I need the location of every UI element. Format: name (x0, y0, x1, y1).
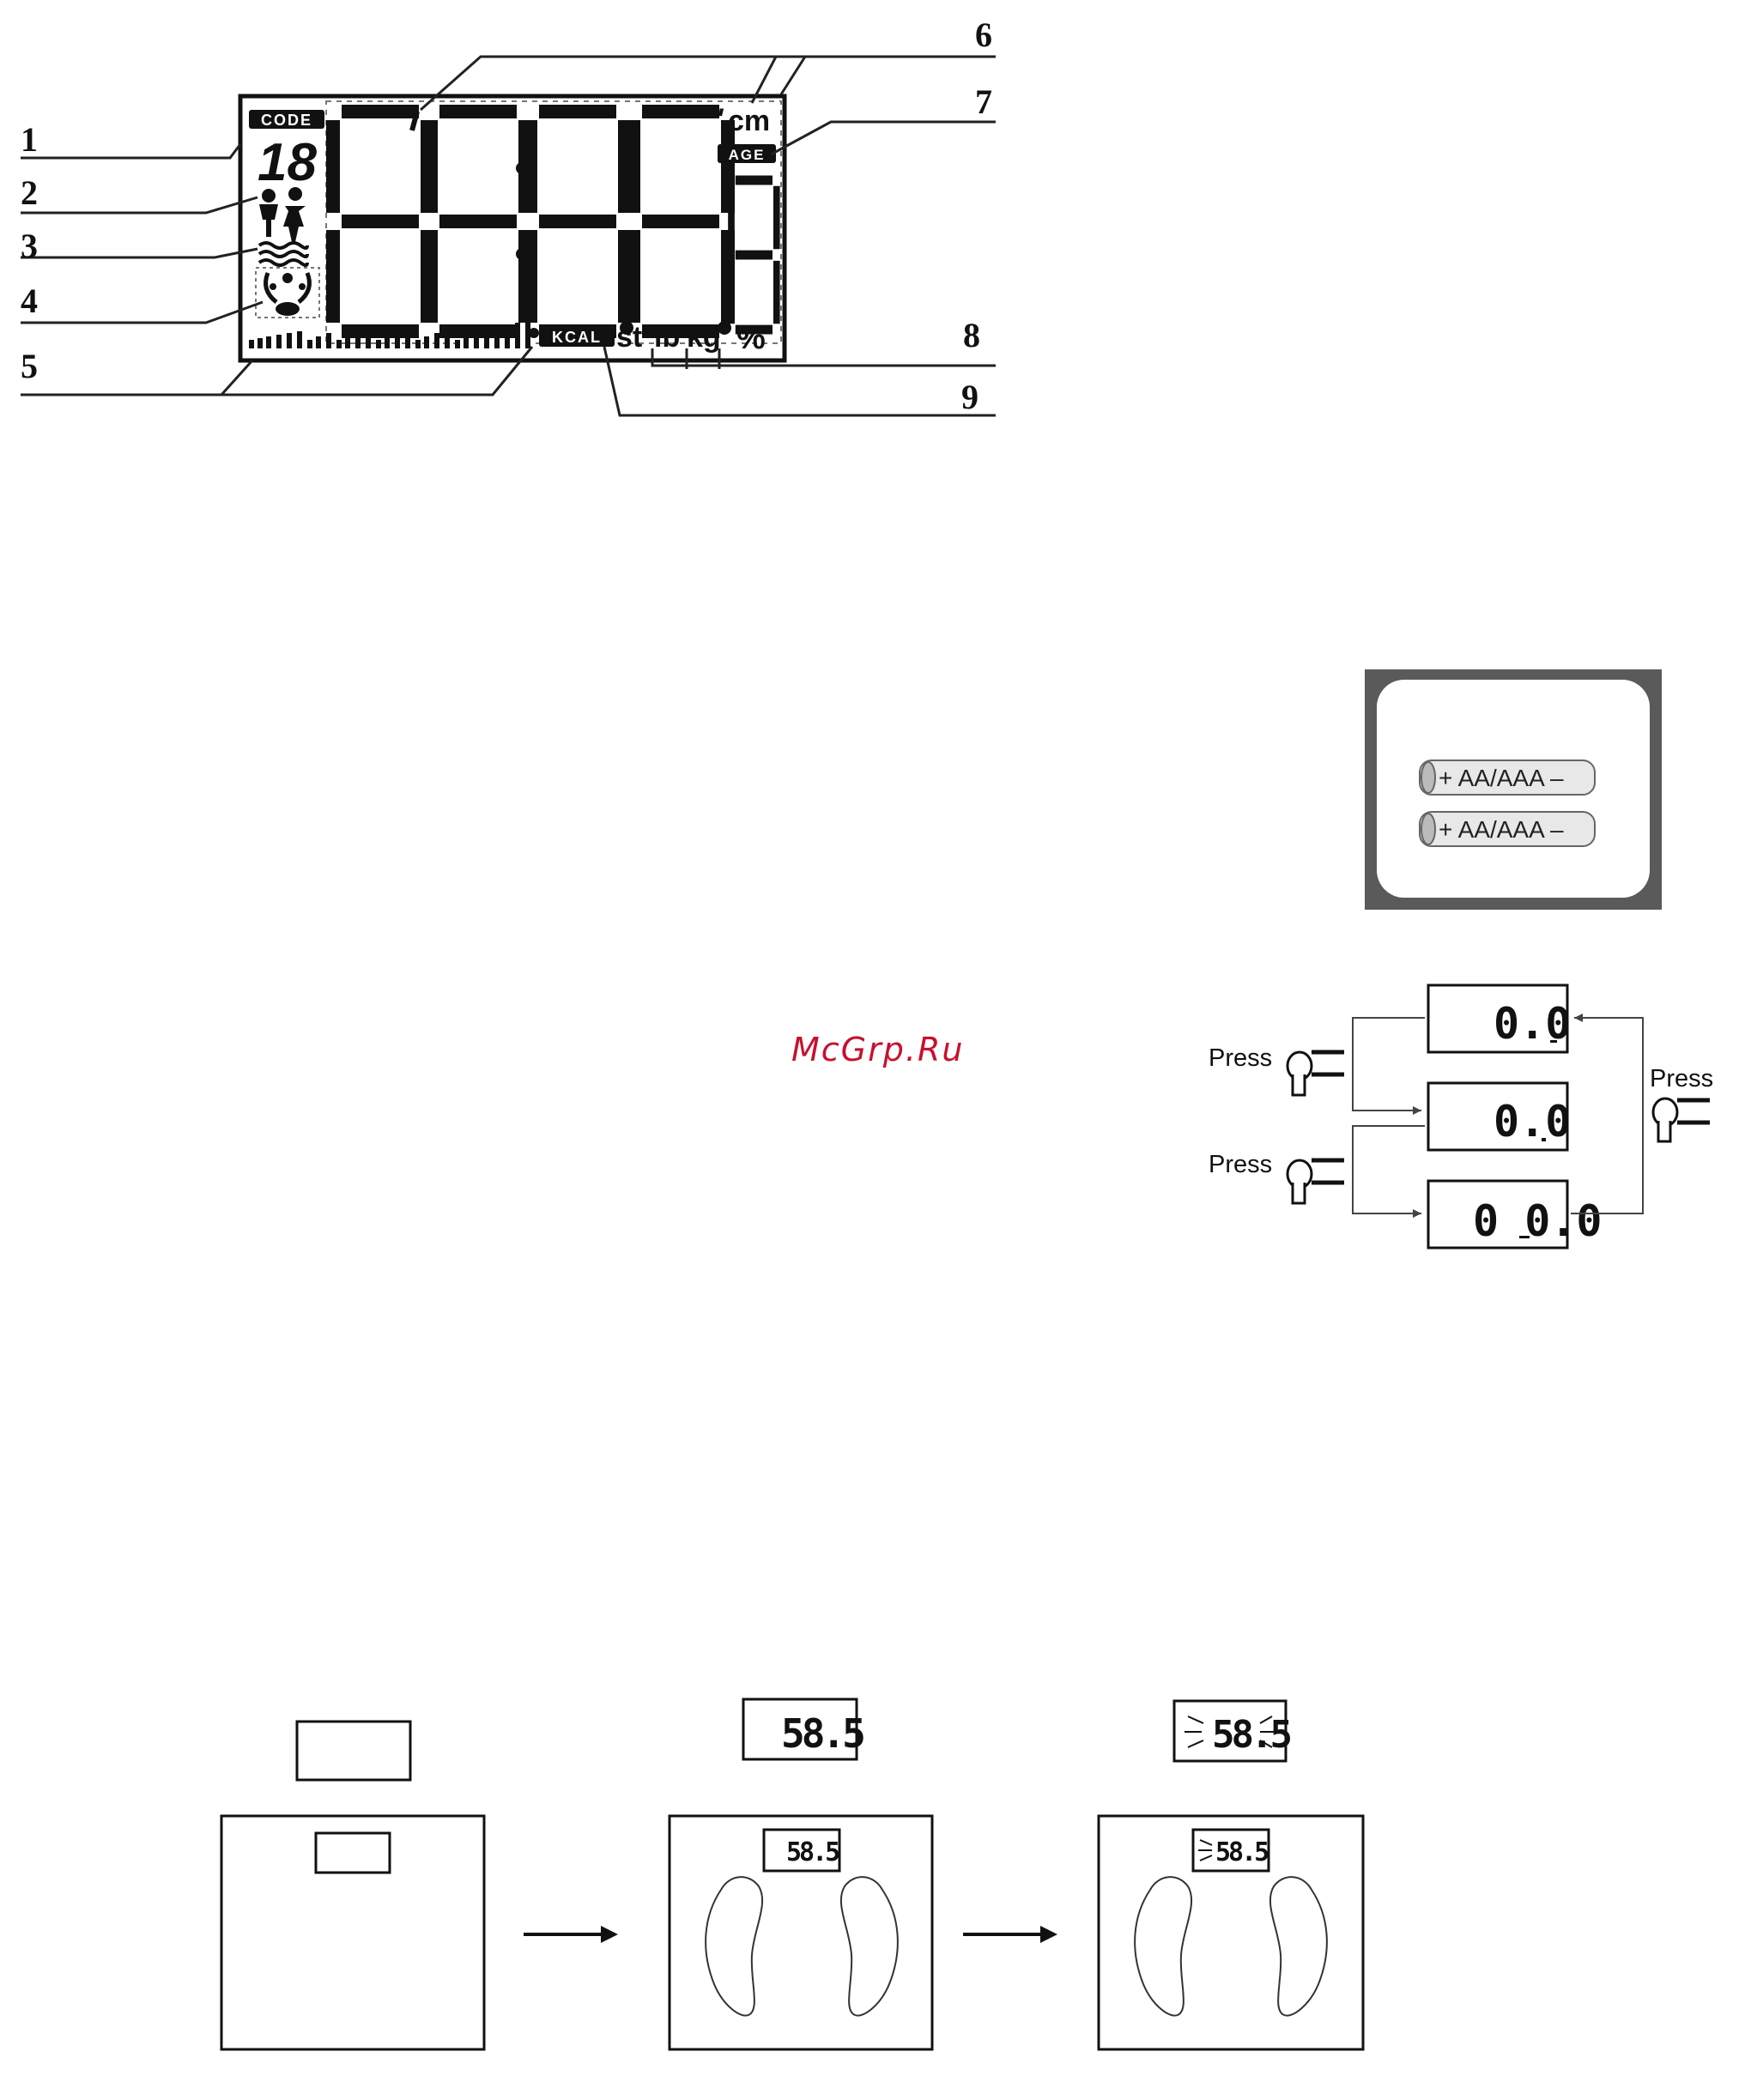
press-label-3: Press (1650, 1065, 1713, 1092)
cm-label: cm (728, 105, 770, 137)
finger-press-icon-1 (1288, 1052, 1344, 1095)
kcal-label: KCAL (552, 329, 602, 346)
callout-2: 2 (21, 173, 38, 212)
unit-switch-flow: 0.0 0.0 0 0.0 Press Press Press (1209, 985, 1713, 1248)
unit-display-2-value: 0.0 (1494, 1097, 1571, 1147)
step2-display-value: 58.5 (781, 1710, 863, 1757)
press-label-1: Press (1209, 1044, 1272, 1072)
unit-lb: lb (654, 321, 680, 354)
user-icon (256, 268, 319, 318)
step3-scale-value: 58.5 (1215, 1837, 1269, 1867)
wave-icon (259, 243, 307, 265)
callout-6: 6 (975, 15, 992, 54)
step1-scale-window (316, 1833, 390, 1873)
weighing-sequence: 58.5 58.5 58.5 58.5 (221, 1699, 1363, 2049)
battery-label-2: + AA/AAA – (1439, 816, 1564, 843)
unit-display-1-value: 0.0 (1494, 999, 1571, 1049)
step3-display-value: 58.5 (1212, 1713, 1290, 1757)
gender-icons (259, 187, 306, 242)
unit-percent: % (736, 320, 766, 356)
finger-press-icon-3 (1653, 1098, 1710, 1141)
code-label: CODE (261, 112, 312, 129)
callout-1: 1 (21, 120, 38, 159)
age-label: AGE (729, 147, 766, 163)
callout-8: 8 (963, 316, 980, 354)
feet-inch-mark: '' (709, 103, 724, 136)
callout-5: 5 (21, 347, 38, 385)
watermark: McGrp.Ru (791, 1031, 964, 1068)
big-digits (333, 112, 777, 335)
finger-press-icon-2 (1288, 1160, 1344, 1203)
battery-compartment: + AA/AAA – + AA/AAA – (1365, 669, 1662, 910)
step2-scale-value: 58.5 (786, 1837, 839, 1867)
unit-st: st (616, 321, 642, 354)
battery-cell-1: + AA/AAA – (1420, 760, 1595, 795)
callout-3: 3 (21, 227, 38, 265)
callout-4: 4 (21, 281, 38, 320)
press-label-2: Press (1209, 1151, 1272, 1178)
step1-display (297, 1722, 410, 1780)
unit-display-3-value: 0 0.0 (1473, 1196, 1603, 1246)
battery-label-1: + AA/AAA – (1439, 765, 1564, 791)
battery-cell-2: + AA/AAA – (1420, 812, 1595, 846)
callout-7: 7 (975, 82, 992, 121)
code-value: 18 (258, 133, 317, 192)
unit-kg: kg (687, 321, 721, 354)
callout-9: 9 (961, 378, 979, 416)
